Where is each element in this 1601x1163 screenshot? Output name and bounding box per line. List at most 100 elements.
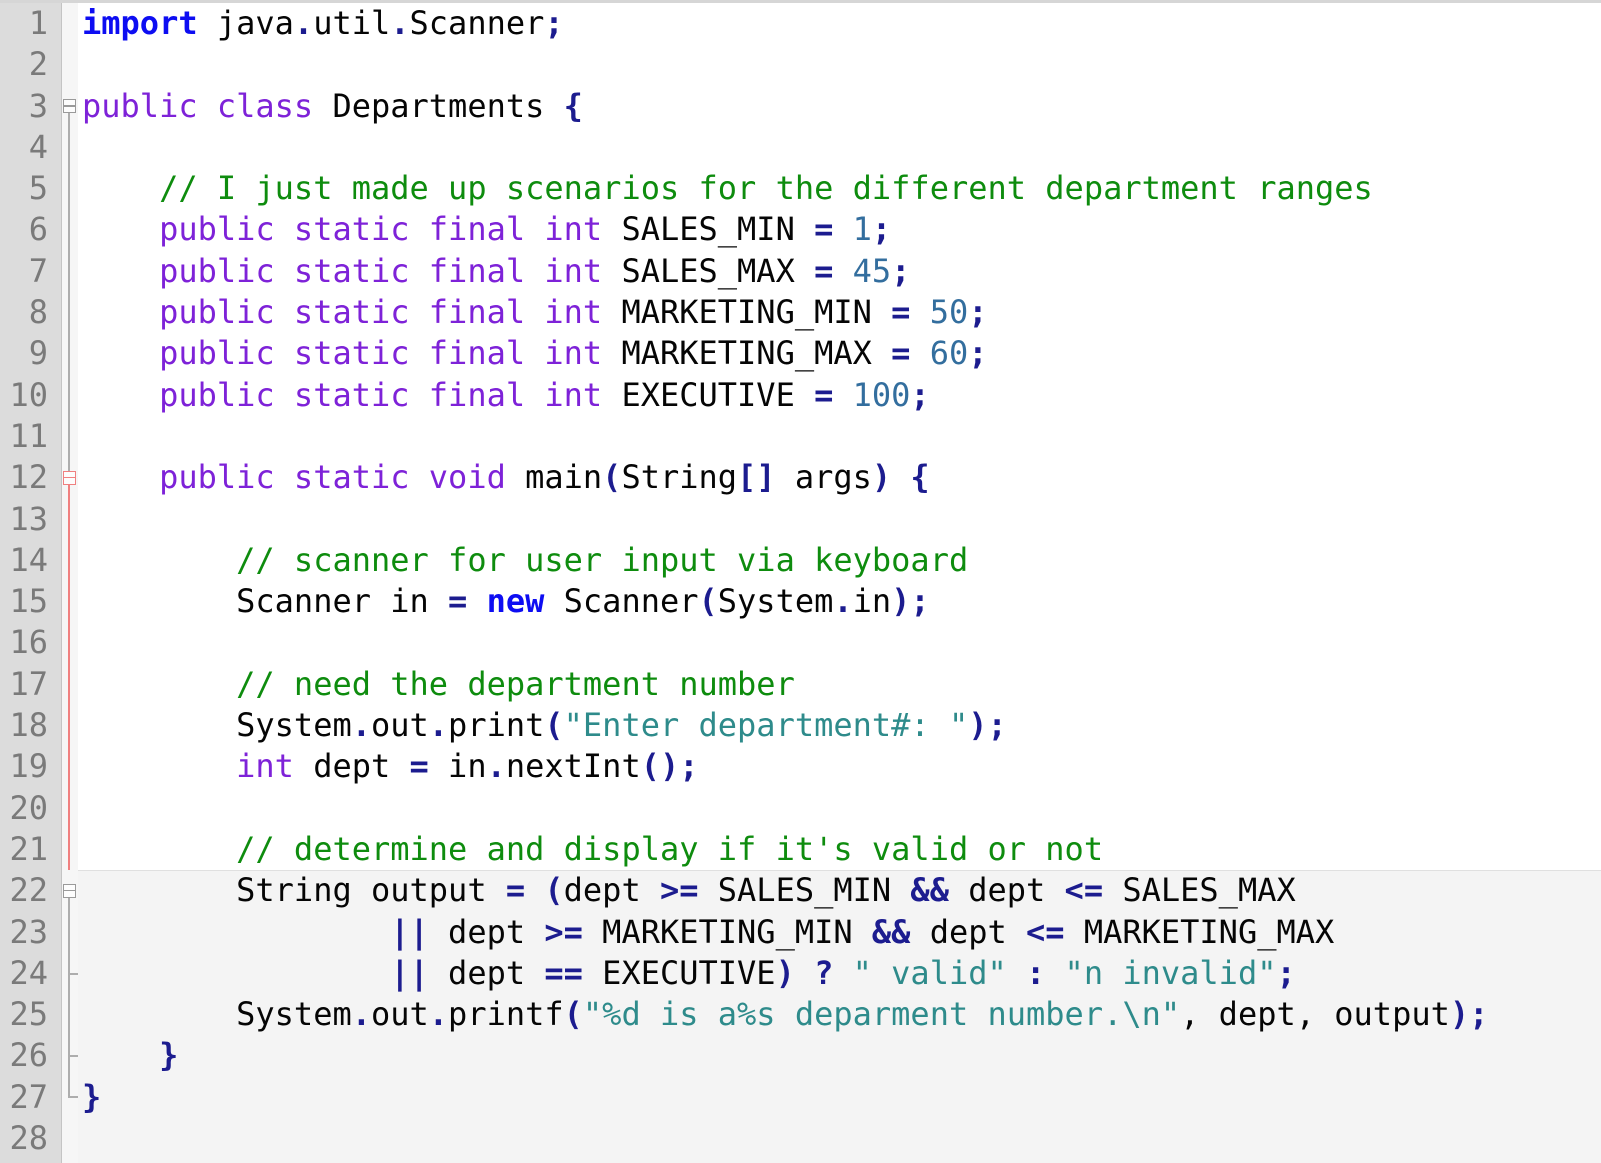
line-number: 26 — [9, 1036, 48, 1075]
line-number: 1 — [28, 4, 48, 42]
code-token-op: } — [82, 1077, 102, 1116]
code-token-op: . — [428, 706, 449, 745]
fold-collapse-icon — [64, 889, 75, 892]
line-number: 9 — [28, 334, 48, 373]
code-token-pln — [467, 582, 486, 620]
code-token-op: . — [428, 995, 449, 1034]
code-line: // need the department number — [78, 664, 1601, 705]
code-token-pln: EXECUTIVE — [582, 953, 776, 992]
code-token-op: ; — [910, 375, 930, 414]
code-token-com: // need the department number — [82, 664, 795, 703]
fold-end-tick — [69, 1055, 78, 1058]
line-number: 5 — [28, 169, 48, 208]
code-area[interactable]: import java.util.Scanner;public class De… — [78, 0, 1601, 1163]
code-token-op: . — [486, 747, 506, 786]
code-line: || dept >= MARKETING_MIN && dept <= MARK… — [78, 912, 1601, 953]
code-token-pln: java — [197, 4, 294, 42]
code-token-pln: String — [621, 458, 738, 497]
code-token-pln — [1045, 954, 1064, 992]
code-line: System.out.printf("%d is a%s deparment n… — [78, 994, 1601, 1035]
code-token-kw2: public static final int — [159, 251, 603, 290]
code-token-op: ) — [775, 953, 795, 992]
line-number: 14 — [9, 540, 48, 579]
code-token-pln — [82, 458, 159, 496]
code-token-pln: in — [428, 747, 487, 786]
code-line: public static final int SALES_MAX = 45; — [78, 251, 1601, 292]
fold-toggle-box[interactable] — [63, 470, 76, 485]
code-token-pln: , dept, output — [1180, 995, 1450, 1034]
code-token-op: { — [563, 86, 583, 125]
code-token-op: && — [910, 871, 949, 910]
code-token-pln: dept — [563, 871, 660, 910]
fold-toggle-box[interactable] — [63, 883, 76, 898]
code-token-pln — [82, 954, 390, 992]
code-token-pln: in — [852, 582, 892, 621]
code-token-op: { — [910, 458, 930, 497]
code-token-pln: dept — [910, 912, 1027, 951]
code-line: public static final int EXECUTIVE = 100; — [78, 375, 1601, 416]
line-number: 11 — [9, 416, 48, 455]
code-token-com: // scanner for user input via keyboard — [82, 540, 969, 579]
code-token-op: ( — [563, 995, 583, 1034]
code-token-pln: out — [370, 995, 429, 1034]
code-line: public static void main(String[] args) { — [78, 457, 1601, 498]
fold-guide-line — [68, 113, 70, 471]
fold-toggle-box[interactable] — [63, 99, 76, 114]
code-line: || dept == EXECUTIVE) ? " valid" : "n in… — [78, 953, 1601, 994]
code-token-pln: MARKETING_MAX — [1064, 912, 1335, 951]
code-token-kw2: public static final int — [159, 334, 603, 373]
code-line: // I just made up scenarios for the diff… — [78, 168, 1601, 209]
code-token-op: ; — [968, 293, 988, 332]
code-token-pln: System — [82, 995, 352, 1034]
code-token-pln — [833, 376, 852, 414]
code-token-com: // determine and display if it's valid o… — [82, 829, 1104, 868]
code-line: Scanner in = new Scanner(System.in); — [78, 581, 1601, 622]
line-number: 10 — [9, 375, 48, 414]
code-line: int dept = in.nextInt(); — [78, 746, 1601, 787]
code-token-pln — [82, 210, 159, 248]
code-token-pln — [910, 293, 929, 331]
line-number: 28 — [9, 1119, 48, 1158]
code-line — [78, 788, 1601, 829]
code-token-str: "Enter department#: " — [563, 706, 969, 745]
code-token-pln: SALES_MAX — [1103, 871, 1296, 910]
code-token-kw2: public static void — [159, 458, 506, 497]
code-token-kw2: public static final int — [159, 210, 603, 249]
code-token-pln: MARKETING_MIN — [582, 912, 872, 951]
code-token-pln: System — [82, 706, 352, 745]
code-token-op: ; — [1276, 953, 1296, 992]
code-token-op: <= — [1064, 871, 1104, 910]
code-token-op: || — [390, 953, 429, 992]
code-line: // determine and display if it's valid o… — [78, 829, 1601, 870]
code-token-pln: Scanner — [544, 582, 699, 621]
fold-guide-line — [68, 484, 70, 871]
code-token-pln: MARKETING_MIN — [602, 293, 892, 332]
code-line: public static final int MARKETING_MAX = … — [78, 333, 1601, 374]
line-number: 27 — [9, 1077, 48, 1116]
code-token-pln — [833, 954, 852, 992]
code-token-op: . — [833, 582, 853, 621]
code-token-pln — [891, 458, 910, 496]
code-token-op: ( — [698, 582, 718, 621]
code-token-op: ); — [1449, 995, 1489, 1034]
code-token-op: ( — [544, 871, 564, 910]
code-token-pln — [82, 376, 159, 414]
code-token-num: 60 — [929, 334, 969, 373]
code-token-op: == — [544, 953, 583, 992]
code-token-op: <= — [1026, 912, 1065, 951]
code-token-op: ); — [891, 582, 930, 621]
line-number: 22 — [9, 871, 48, 910]
code-token-pln: dept — [428, 953, 545, 992]
code-token-pln: EXECUTIVE — [602, 375, 815, 414]
code-line: // scanner for user input via keyboard — [78, 540, 1601, 581]
code-token-pln: util — [313, 4, 391, 42]
code-line — [78, 127, 1601, 168]
code-line: public static final int MARKETING_MIN = … — [78, 292, 1601, 333]
code-token-str: " valid" — [852, 953, 1007, 992]
code-token-pln — [82, 1036, 159, 1074]
code-token-pln — [82, 252, 159, 290]
code-line: } — [78, 1035, 1601, 1076]
editor-top-border — [0, 0, 1601, 3]
line-number: 25 — [9, 995, 48, 1034]
